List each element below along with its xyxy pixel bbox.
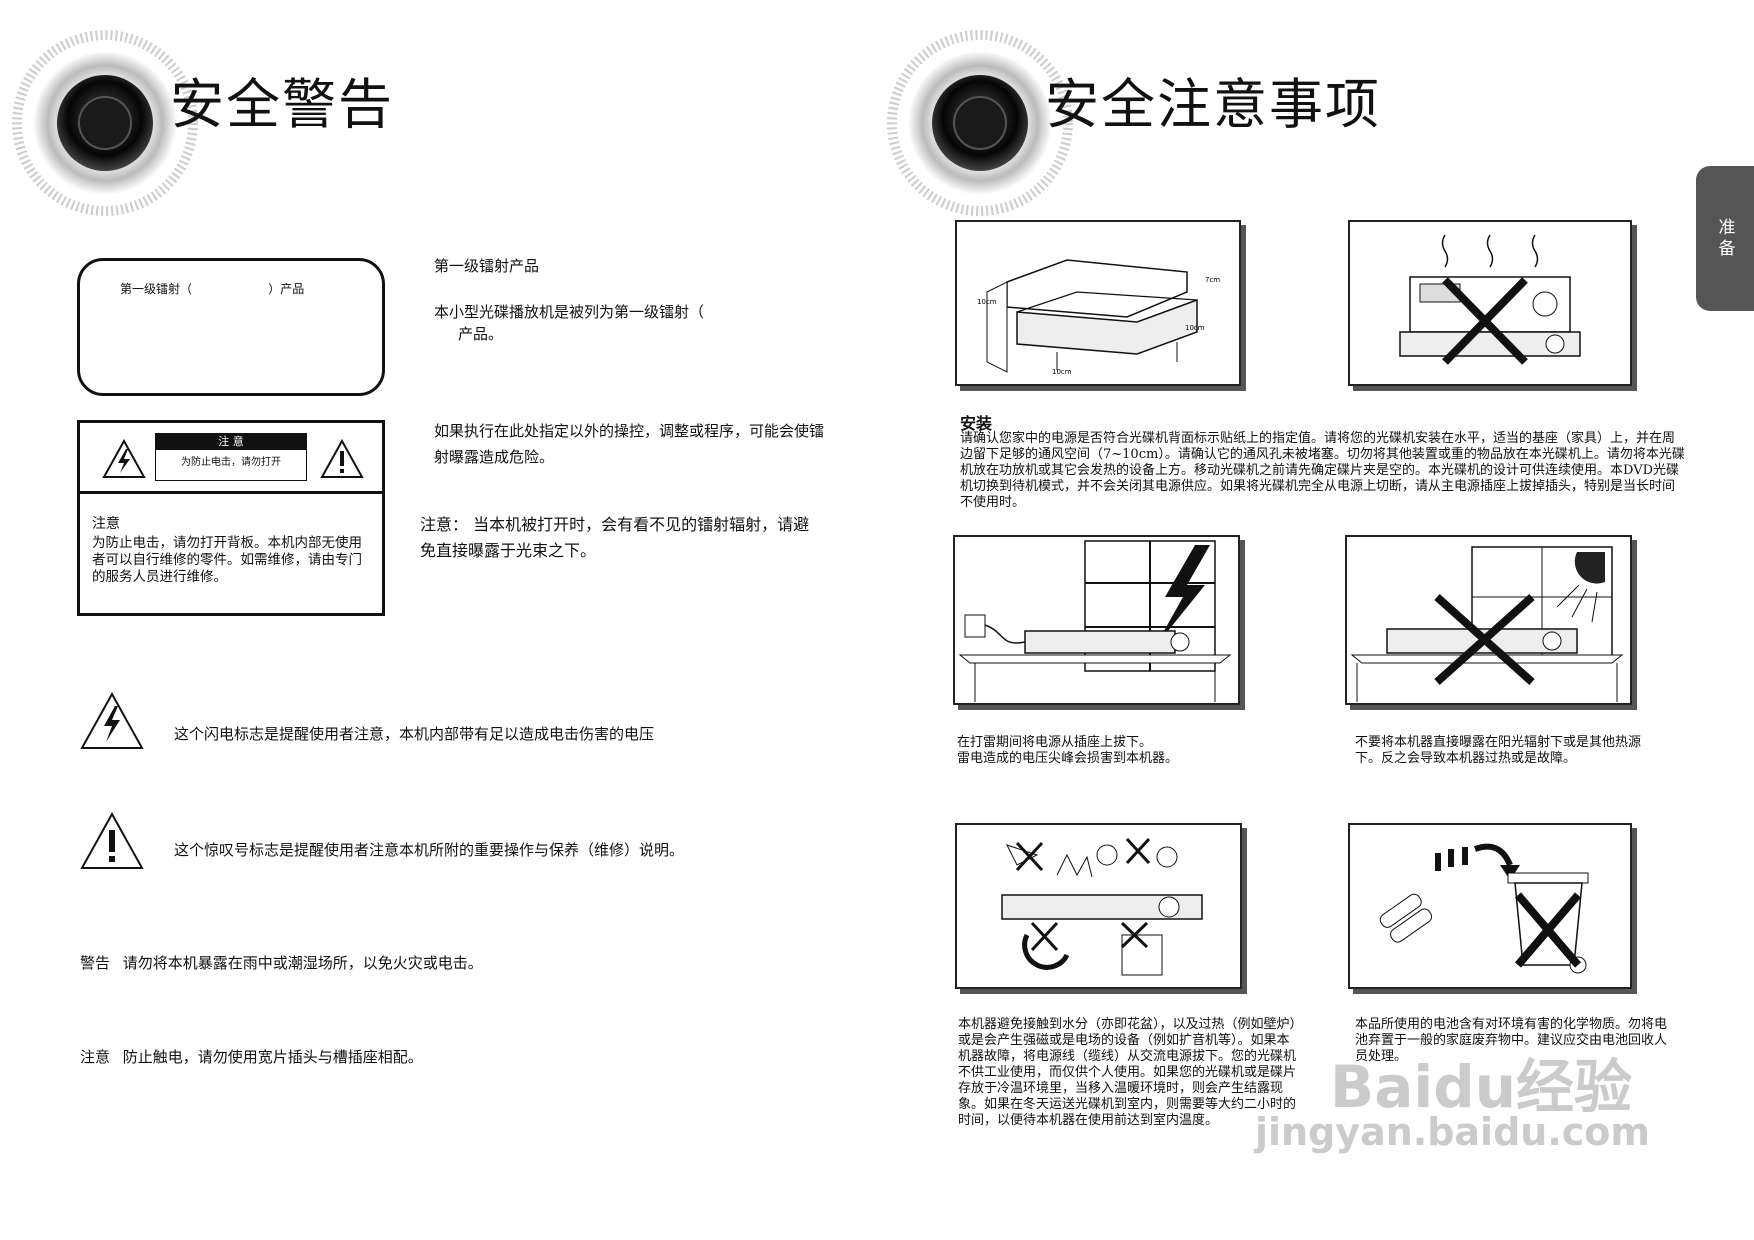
exclamation-symbol-text: 这个惊叹号标志是提醒使用者注意本机所附的重要操作与保养（维修）说明。 (174, 841, 685, 859)
exclamation-triangle-icon (320, 439, 364, 478)
clearance-label-top: 7cm (1205, 276, 1220, 284)
speaker-logo-right (885, 28, 1075, 222)
warning-label: 警告 (80, 954, 111, 972)
class1-text-1: 本小型光碟播放机是被列为第一级镭射（ (434, 303, 705, 321)
no-stacking-illustration (1348, 220, 1632, 386)
page-title-right: 安全注意事项 (1045, 73, 1381, 136)
lightning-illustration (953, 535, 1240, 705)
watermark-logo: Baidu经验 (1330, 1053, 1633, 1121)
lightning-symbol-icon (80, 692, 144, 749)
install-text: 请确认您家中的电源是否符合光碟机背面标示贴纸上的指定值。请将您的光碟机安装在水平… (960, 431, 1685, 510)
lightning-caption: 在打雷期间将电源从插座上拔下。 雷电造成的电压尖峰会损害到本机器。 (957, 735, 1179, 766)
sunlight-caption: 不要将本机器直接曝露在阳光辐射下或是其他热源下。反之会导致本机器过热或是故障。 (1355, 735, 1642, 766)
note-label: 注意 (80, 1048, 111, 1066)
exclamation-symbol-icon (80, 812, 144, 869)
sunlight-illustration (1345, 535, 1632, 705)
caution-label-frame: 注 意 为防止电击，请勿打开 (155, 433, 307, 481)
caution-label-title: 注 意 (156, 434, 306, 450)
install-heading: 安装 (960, 414, 993, 433)
class1-text-2: 产品。 (458, 325, 504, 343)
battery-caption: 本品所使用的电池含有对环境有害的化学物质。勿将电池弃置于一般的家庭废弃物中。建议… (1355, 1017, 1668, 1064)
caution-box-title: 注意 (92, 516, 120, 532)
lightning-triangle-icon (102, 439, 146, 478)
caution-box: 注 意 为防止电击，请勿打开 注意 为防止电击，请勿打开背板。本机内部无使用者可… (77, 420, 385, 616)
invisible-laser-warning: 注意： 当本机被打开时，会有看不见的镭射辐射，请避免直接曝露于光束之下。 (420, 515, 810, 560)
ventilation-illustration: 10cm 10cm 10cm 7cm (955, 220, 1241, 386)
note-text: 防止触电，请勿使用宽片插头与槽插座相配。 (122, 1048, 423, 1066)
section-tab-label: 准备 (1714, 217, 1735, 260)
clearance-label-bottom: 10cm (1052, 368, 1072, 376)
class1-heading: 第一级镭射产品 (434, 257, 540, 275)
caution-label-sub: 为防止电击，请勿打开 (181, 457, 281, 468)
moisture-caption: 本机器避免接触到水分（亦即花盆），以及过热（例如壁炉）或是会产生强磁或是电场的设… (958, 1017, 1297, 1128)
operation-warning: 如果执行在此处指定以外的操控，调整或程序，可能会使镭射曝露造成危险。 (434, 422, 825, 466)
clearance-label-right: 10cm (1185, 324, 1205, 332)
speaker-logo-left (10, 28, 200, 222)
class1-label-text: 第一级镭射（ ）产品 (120, 282, 305, 296)
rain-warning: 警告 请勿将本机暴露在雨中或潮湿场所，以免火灾或电击。 (80, 952, 483, 974)
page-title-left: 安全警告 (170, 73, 394, 136)
warning-text: 请勿将本机暴露在雨中或潮湿场所，以免火灾或电击。 (122, 954, 483, 972)
lightning-symbol-text: 这个闪电标志是提醒使用者注意，本机内部带有足以造成电击伤害的电压 (174, 725, 655, 743)
battery-disposal-illustration (1348, 823, 1632, 989)
caution-label-strip: 注 意 为防止电击，请勿打开 (80, 423, 382, 494)
clearance-label-left: 10cm (977, 298, 997, 306)
plug-note: 注意 防止触电，请勿使用宽片插头与槽插座相配。 (80, 1046, 423, 1068)
class1-laser-label-box: 第一级镭射（ ）产品 (77, 258, 385, 396)
moisture-heat-illustration (955, 823, 1242, 989)
section-tab[interactable]: 准备 (1696, 166, 1754, 311)
caution-box-text: 为防止电击，请勿打开背板。本机内部无使用者可以自行维修的零件。如需维修，请由专门… (92, 535, 362, 585)
watermark-url: jingyan.baidu.com (1255, 1110, 1650, 1154)
